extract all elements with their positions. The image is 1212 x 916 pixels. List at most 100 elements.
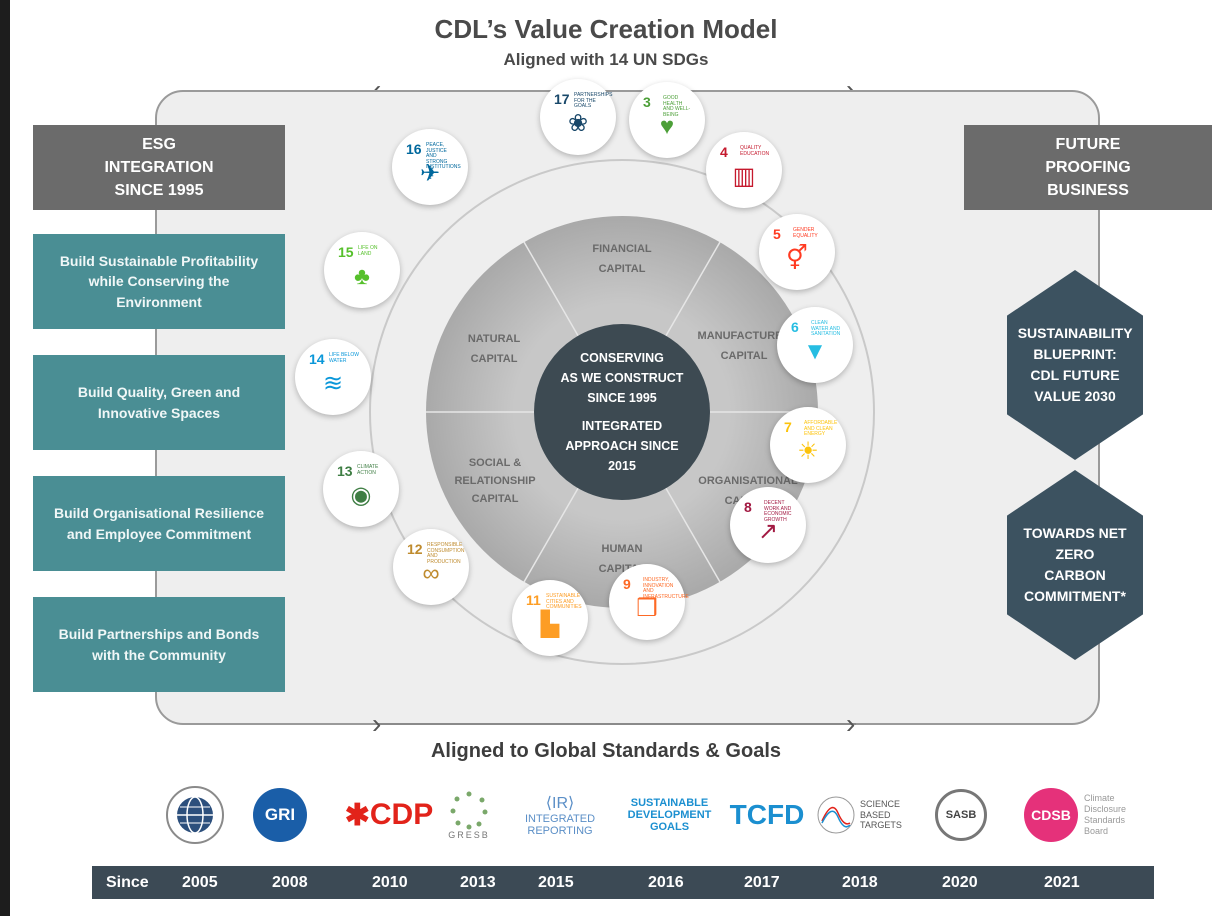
timeline-year: 2016 xyxy=(648,874,684,891)
hub-text: 2015 xyxy=(608,459,636,473)
natural-capital-label: NATURAL xyxy=(468,333,521,345)
timeline-year: 2020 xyxy=(942,874,978,891)
cdsb-mark: CDSB xyxy=(1024,788,1078,842)
sdg-label: RESPONSIBLE CONSUMPTION AND PRODUCTION xyxy=(427,542,465,565)
sdg-label: AFFORDABLE AND CLEAN ENERGY xyxy=(804,420,838,437)
timeline-bar: Since 2005 2008 2010 2013 2015 2016 2017… xyxy=(92,866,1154,899)
human-capital-label: HUMAN xyxy=(602,543,643,555)
sdg-goals-logo: SUSTAINABLE DEVELOPMENT GOALS xyxy=(622,780,717,850)
sdg-number: 14 xyxy=(309,351,325,367)
sustainability-blueprint-hexagon: SUSTAINABILITY BLUEPRINT: CDL FUTURE VAL… xyxy=(1007,270,1143,460)
sdg-label: GOOD HEALTH AND WELL-BEING xyxy=(663,95,691,118)
book-icon: ▥ xyxy=(732,163,756,190)
timeline-year: 2021 xyxy=(1044,874,1080,891)
standards-title: Aligned to Global Standards & Goals xyxy=(430,740,782,762)
goal-box: Build Quality, Green and Innovative Spac… xyxy=(33,355,285,450)
sasb-logo: SASB xyxy=(930,780,992,850)
hexagon-label: SUSTAINABILITY BLUEPRINT: CDL FUTURE VAL… xyxy=(1017,325,1133,404)
timeline-year: 2018 xyxy=(842,874,878,891)
sdg-label: SUSTAINABLE CITIES AND COMMUNITIES xyxy=(546,593,582,610)
cdp-logo: ✱ CDP xyxy=(334,780,444,850)
financial-capital-label: FINANCIAL xyxy=(592,243,652,255)
eye-globe-icon: ◉ xyxy=(350,482,372,509)
integrated-reporting-logo: ⟨IR⟩ INTEGRATED REPORTING xyxy=(515,780,605,850)
heartbeat-icon: ♥ xyxy=(659,113,675,140)
cdsb-subtext: Climate Disclosure Standards Board xyxy=(1084,793,1127,836)
sdg-goals-text: SUSTAINABLE DEVELOPMENT GOALS xyxy=(627,796,712,834)
cubes-icon: ❒ xyxy=(636,595,658,622)
gresb-logo: GRESB xyxy=(444,780,494,850)
sdg-number: 4 xyxy=(720,144,728,160)
financial-capital-label-2: CAPITAL xyxy=(599,263,646,275)
social-capital-label-3: CAPITAL xyxy=(472,493,519,505)
right-arrow-icon: › xyxy=(846,76,855,104)
timeline-year: 2008 xyxy=(272,874,308,891)
timeline-year: 2015 xyxy=(538,874,574,891)
tcfd-logo: TCFD xyxy=(724,780,810,850)
ir-mark: ⟨IR⟩ xyxy=(545,794,575,812)
organisational-capital-label: ORGANISATIONAL xyxy=(698,475,798,487)
hexagon-label: TOWARDS NET ZERO CARBON COMMITMENT* xyxy=(1023,525,1127,604)
water-icon: ▼ xyxy=(803,338,827,365)
social-capital-label: SOCIAL & xyxy=(469,457,521,469)
sdg-number: 16 xyxy=(406,141,422,157)
timeline-year: 2013 xyxy=(460,874,496,891)
sdg-number: 11 xyxy=(526,592,541,608)
timeline-year: 2005 xyxy=(182,874,218,891)
gresb-text: GRESB xyxy=(448,830,490,840)
sdg-number: 5 xyxy=(773,226,781,242)
city-icon: ▙ xyxy=(540,611,560,638)
left-arrow-icon: ‹ xyxy=(372,76,381,104)
timeline-year: 2010 xyxy=(372,874,408,891)
hub-text: CONSERVING xyxy=(580,351,664,365)
hub-text: SINCE 1995 xyxy=(587,391,657,405)
un-global-compact-logo xyxy=(160,780,230,850)
sbt-curve-icon xyxy=(817,796,855,834)
social-capital-label-2: RELATIONSHIP xyxy=(454,475,535,487)
bottom-arrow-line xyxy=(378,723,856,725)
tcfd-mark: TCFD xyxy=(729,799,805,830)
goal-box: Build Organisational Resilience and Empl… xyxy=(33,476,285,571)
cdp-mark: CDP xyxy=(369,798,434,831)
infinity-icon: ∞ xyxy=(422,560,440,587)
hub-text: AS WE CONSTRUCT xyxy=(561,371,684,385)
sdg-label: INDUSTRY, INNOVATION AND INFRASTRUCTURE xyxy=(643,577,689,600)
sdg-number: 15 xyxy=(338,244,354,260)
flower-icon: ❀ xyxy=(567,110,589,137)
right-arrow-icon: › xyxy=(846,708,856,739)
sbt-text: SCIENCE BASED TARGETS xyxy=(860,798,902,831)
sdg-label: LIFE BELOW WATER xyxy=(329,352,360,364)
sdg-label: CLIMATE ACTION xyxy=(357,464,379,476)
sun-icon: ☀ xyxy=(797,438,819,465)
goal-box: Build Partnerships and Bonds with the Co… xyxy=(33,597,285,692)
timeline-label: Since xyxy=(106,874,149,891)
natural-capital-label-2: CAPITAL xyxy=(471,353,518,365)
gresb-dots-icon xyxy=(450,791,488,830)
sdg-number: 17 xyxy=(554,91,570,107)
sdg-label: DECENT WORK AND ECONOMIC GROWTH xyxy=(764,500,792,523)
hub-text: INTEGRATED xyxy=(582,419,662,433)
gender-icon: ⚥ xyxy=(786,245,808,272)
left-arrow-icon: › xyxy=(372,708,382,739)
sdg-label: LIFE ON LAND xyxy=(358,245,378,257)
net-zero-hexagon: TOWARDS NET ZERO CARBON COMMITMENT* xyxy=(1007,470,1143,660)
sasb-mark: SASB xyxy=(935,789,987,841)
sdg-badge-7: 7 AFFORDABLE AND CLEAN ENERGY☀ xyxy=(770,407,846,483)
growth-chart-icon: ↗ xyxy=(757,518,779,545)
sdg-number: 6 xyxy=(791,319,799,335)
future-proofing-header: FUTURE PROOFING BUSINESS xyxy=(964,125,1212,210)
sdg-badge-11: 11 SUSTAINABLE CITIES AND COMMUNITIES▙ xyxy=(512,580,588,656)
sdg-ring xyxy=(369,159,875,665)
sdg-number: 7 xyxy=(784,419,792,435)
